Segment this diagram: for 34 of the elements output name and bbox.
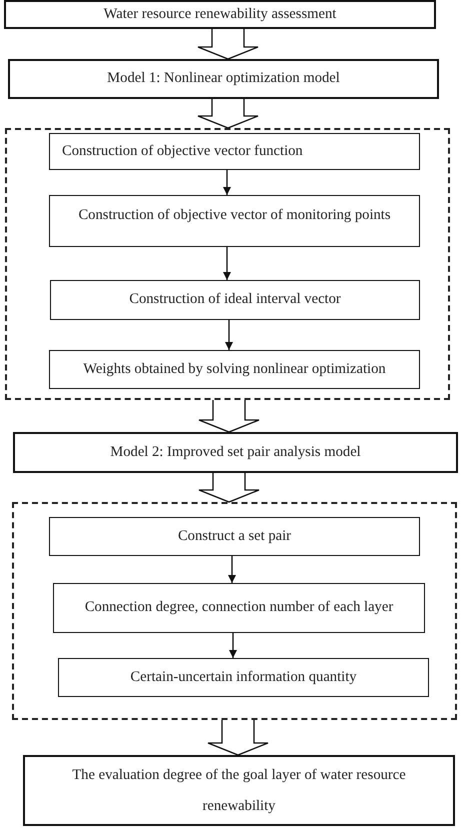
- process-box: [53, 583, 425, 633]
- process-box: [23, 755, 455, 826]
- box-label: Water resource renewability assessment: [104, 6, 336, 24]
- box-label: Construct a set pair: [178, 528, 292, 546]
- block-arrow: [197, 28, 259, 60]
- process-box: [4, 0, 436, 29]
- process-box: [13, 432, 458, 473]
- box-label: Connection degree, connection number of each layer: [84, 599, 394, 617]
- process-box: [49, 517, 420, 556]
- box-label: Weights obtained by solving nonlinear optimization: [83, 360, 386, 378]
- box-label: Certain-uncertain information quantity: [130, 668, 357, 686]
- arrow: [223, 247, 231, 280]
- arrow: [229, 633, 237, 658]
- process-box: [49, 350, 420, 389]
- block-arrow: [198, 472, 260, 503]
- dashed-group-frame: [12, 502, 457, 720]
- process-box: [49, 133, 420, 170]
- box-label: Model 2: Improved set pair analysis model: [110, 444, 361, 462]
- box-label: Model 1: Nonlinear optimization model: [107, 70, 340, 88]
- process-box: [50, 280, 420, 320]
- arrow: [225, 320, 233, 350]
- process-box: [58, 658, 429, 697]
- dashed-group-frame: [5, 128, 450, 400]
- block-arrow: [198, 399, 260, 433]
- box-label: Construction of ideal interval vector: [129, 291, 341, 309]
- process-box: [49, 195, 420, 247]
- box-label: Construction of objective vector of monitoring points: [78, 207, 391, 224]
- process-box: [8, 59, 439, 99]
- box-label: The evaluation degree of the goal layer of water resource renewability: [71, 766, 407, 816]
- block-arrow: [207, 719, 269, 756]
- arrow: [223, 170, 231, 195]
- arrow: [228, 556, 236, 583]
- block-arrow: [197, 98, 259, 129]
- box-label: Construction of objective vector function: [62, 142, 303, 160]
